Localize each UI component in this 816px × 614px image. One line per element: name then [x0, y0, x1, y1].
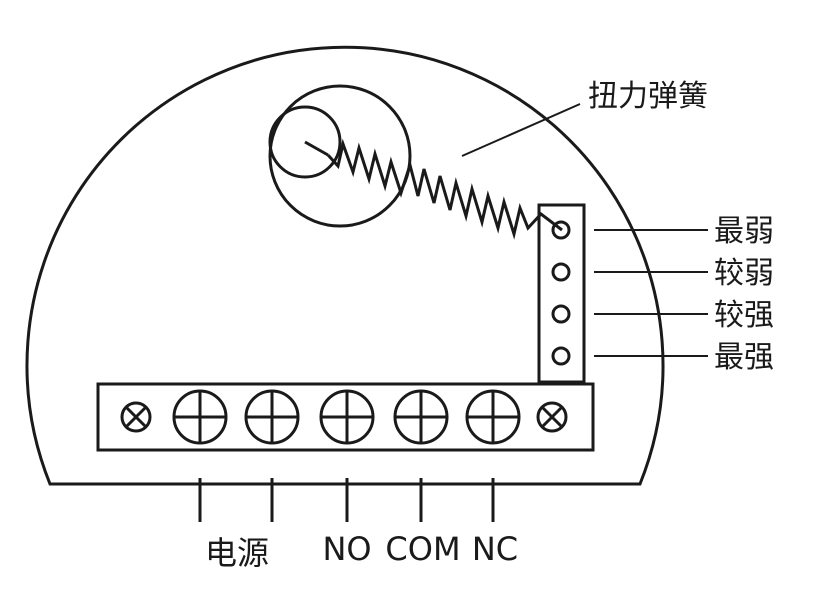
- spring-pivot-inner-circle: [268, 105, 342, 179]
- level-label-2: 较弱: [714, 256, 774, 291]
- level-hole-4: [551, 346, 571, 366]
- level-hole-3: [551, 304, 571, 324]
- terminal-block: [96, 382, 595, 452]
- tension-level-holes: [551, 220, 571, 366]
- terminal-wires: [198, 478, 495, 522]
- terminal-label-nc: NC: [472, 530, 518, 568]
- screw-x-icon: [120, 401, 152, 433]
- terminal-label-com: COM: [385, 530, 460, 568]
- terminal-plus-icon: [172, 389, 228, 445]
- terminal-screws: [120, 389, 568, 445]
- terminal-plus-icon: [393, 389, 449, 445]
- level-label-3: 较强: [714, 298, 774, 333]
- level-label-1: 最弱: [714, 214, 774, 249]
- level-hole-1: [551, 220, 571, 240]
- terminal-plus-icon: [244, 389, 300, 445]
- level-hole-2: [551, 262, 571, 282]
- terminal-label-power: 电源: [205, 534, 269, 572]
- terminal-label-no: NO: [322, 530, 371, 568]
- terminal-plus-icon: [465, 389, 521, 445]
- terminal-plus-icon: [319, 389, 375, 445]
- screw-x-icon: [536, 401, 568, 433]
- spring-pivot-arm: [304, 140, 329, 157]
- spring-label: 扭力弹簧: [588, 79, 708, 114]
- spring-pivot-outer-circle: [268, 84, 412, 228]
- spring-label-leader: [461, 103, 581, 157]
- level-label-4: 最强: [714, 340, 774, 375]
- tension-adjust-strip: [537, 203, 586, 384]
- torsion-spring: [326, 138, 563, 240]
- housing-outline: [25, 45, 665, 486]
